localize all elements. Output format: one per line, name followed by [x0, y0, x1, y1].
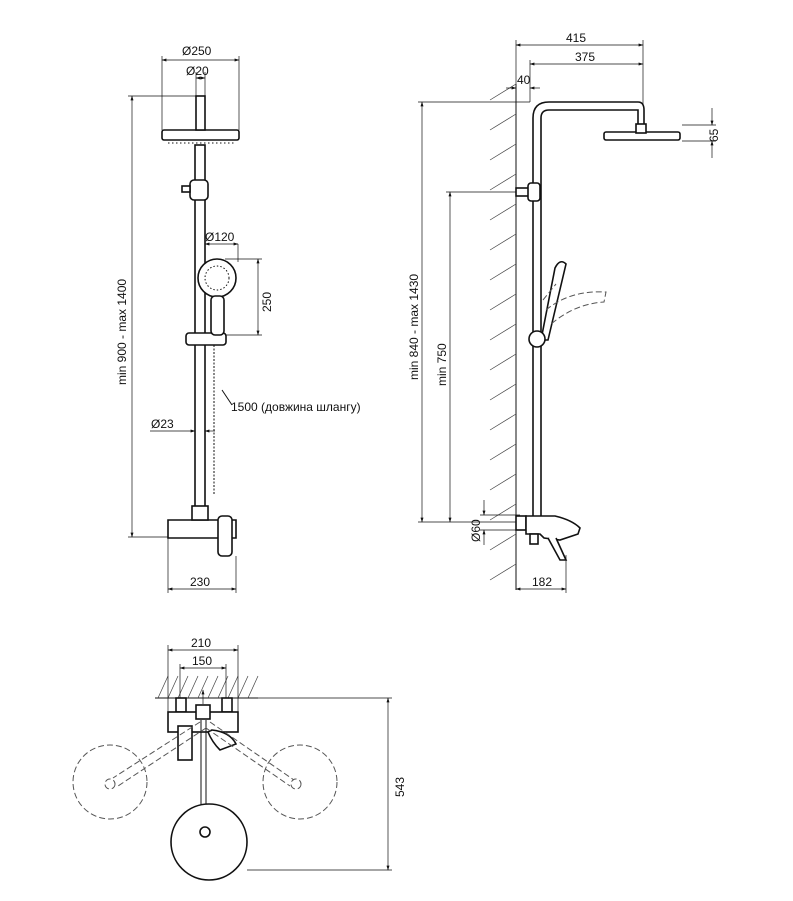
dim-hand-length: 250 — [260, 292, 274, 312]
dim-hose-length: 1500 (довжина шлангу) — [231, 400, 361, 414]
dim-total-projection: 415 — [566, 31, 586, 45]
dim-hand-diameter: Ø120 — [205, 230, 235, 244]
shower-head-front — [161, 129, 240, 141]
dim-pipe-diameter: Ø23 — [151, 417, 174, 431]
wall-hatch-side — [489, 83, 517, 581]
top-view: 210 150 543 — [72, 636, 407, 881]
wall-hatch-top — [157, 675, 259, 699]
dim-reach: 543 — [393, 777, 407, 797]
riser-pipe-side — [532, 101, 645, 521]
dim-arm-projection: 375 — [575, 50, 595, 64]
front-view: Ø250 Ø20 min 900 - max 1400 Ø120 250 — [115, 44, 361, 593]
shower-head-top-left-ghost — [72, 744, 148, 820]
shower-head-top-right-ghost — [262, 744, 338, 820]
dim-min-height-side: min 750 — [435, 343, 449, 386]
hand-shower-side — [540, 260, 567, 341]
dim-outer-width: 210 — [191, 636, 211, 650]
slide-bracket — [185, 332, 227, 346]
hand-shower-rotation — [545, 291, 607, 326]
dim-arm-diameter: Ø20 — [186, 64, 209, 78]
dim-head-height: 65 — [707, 128, 721, 142]
dim-connection-spacing: 150 — [192, 654, 212, 668]
mixer-side — [525, 515, 581, 541]
dim-wall-offset: 40 — [517, 73, 531, 87]
dim-connection-diameter: Ø60 — [469, 519, 483, 542]
side-view: 415 375 40 65 min 840 - max 1430 min — [407, 31, 721, 593]
dim-mixer-width: 230 — [190, 575, 210, 589]
dim-mixer-depth: 182 — [532, 575, 552, 589]
dim-height-range-front: min 900 - max 1400 — [115, 279, 129, 385]
dim-head-diameter: Ø250 — [182, 44, 212, 58]
dim-height-range-side: min 840 - max 1430 — [407, 274, 421, 380]
hand-shower-front — [197, 258, 237, 298]
shower-head-top — [170, 803, 248, 881]
